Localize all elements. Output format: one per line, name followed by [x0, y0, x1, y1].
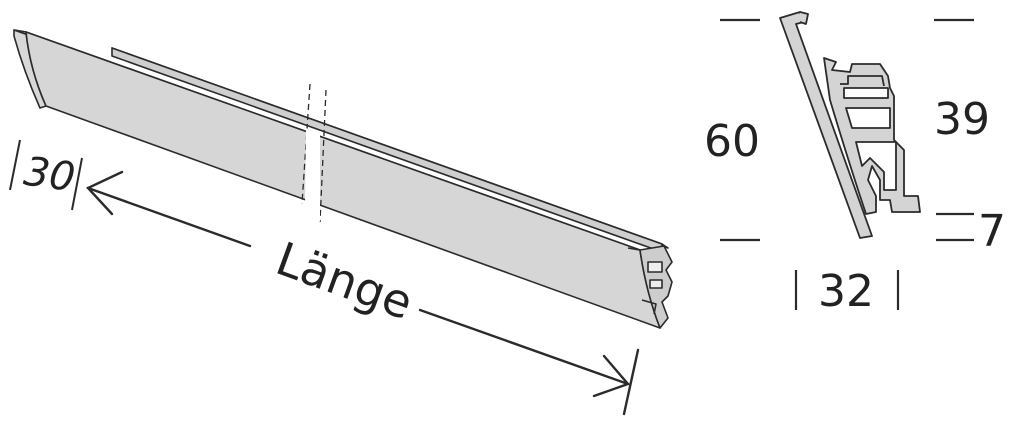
width-label: 32	[818, 266, 874, 317]
section-chamber-lower	[855, 141, 897, 191]
profile-bar-perspective	[13, 29, 673, 329]
depth-label: 30	[21, 149, 78, 202]
section-top-hook	[799, 11, 809, 25]
length-arrow-line-right	[418, 308, 630, 386]
length-dimension	[86, 170, 640, 416]
length-label: Länge	[269, 231, 419, 330]
length-arrow-line-left	[86, 186, 252, 248]
upper-height-label: 39	[934, 94, 990, 145]
depth-tick-right	[71, 157, 83, 211]
section-curved-wall	[779, 11, 873, 239]
length-arrowhead-left	[86, 170, 124, 216]
section-chamber-middle	[845, 107, 891, 129]
length-end-tick	[622, 348, 640, 416]
length-arrowhead-right	[592, 354, 631, 398]
section-chamber-top	[843, 87, 889, 99]
depth-dimension	[9, 139, 83, 211]
total-height-label: 60	[704, 116, 760, 167]
lower-height-label: 7	[978, 206, 1006, 257]
profile-cross-section	[779, 11, 921, 239]
section-dimension-lines	[720, 18, 974, 310]
section-groove	[840, 75, 885, 87]
depth-tick-left	[9, 139, 21, 191]
bar-right-end-profile	[627, 245, 673, 329]
section-inner-body	[823, 57, 921, 215]
